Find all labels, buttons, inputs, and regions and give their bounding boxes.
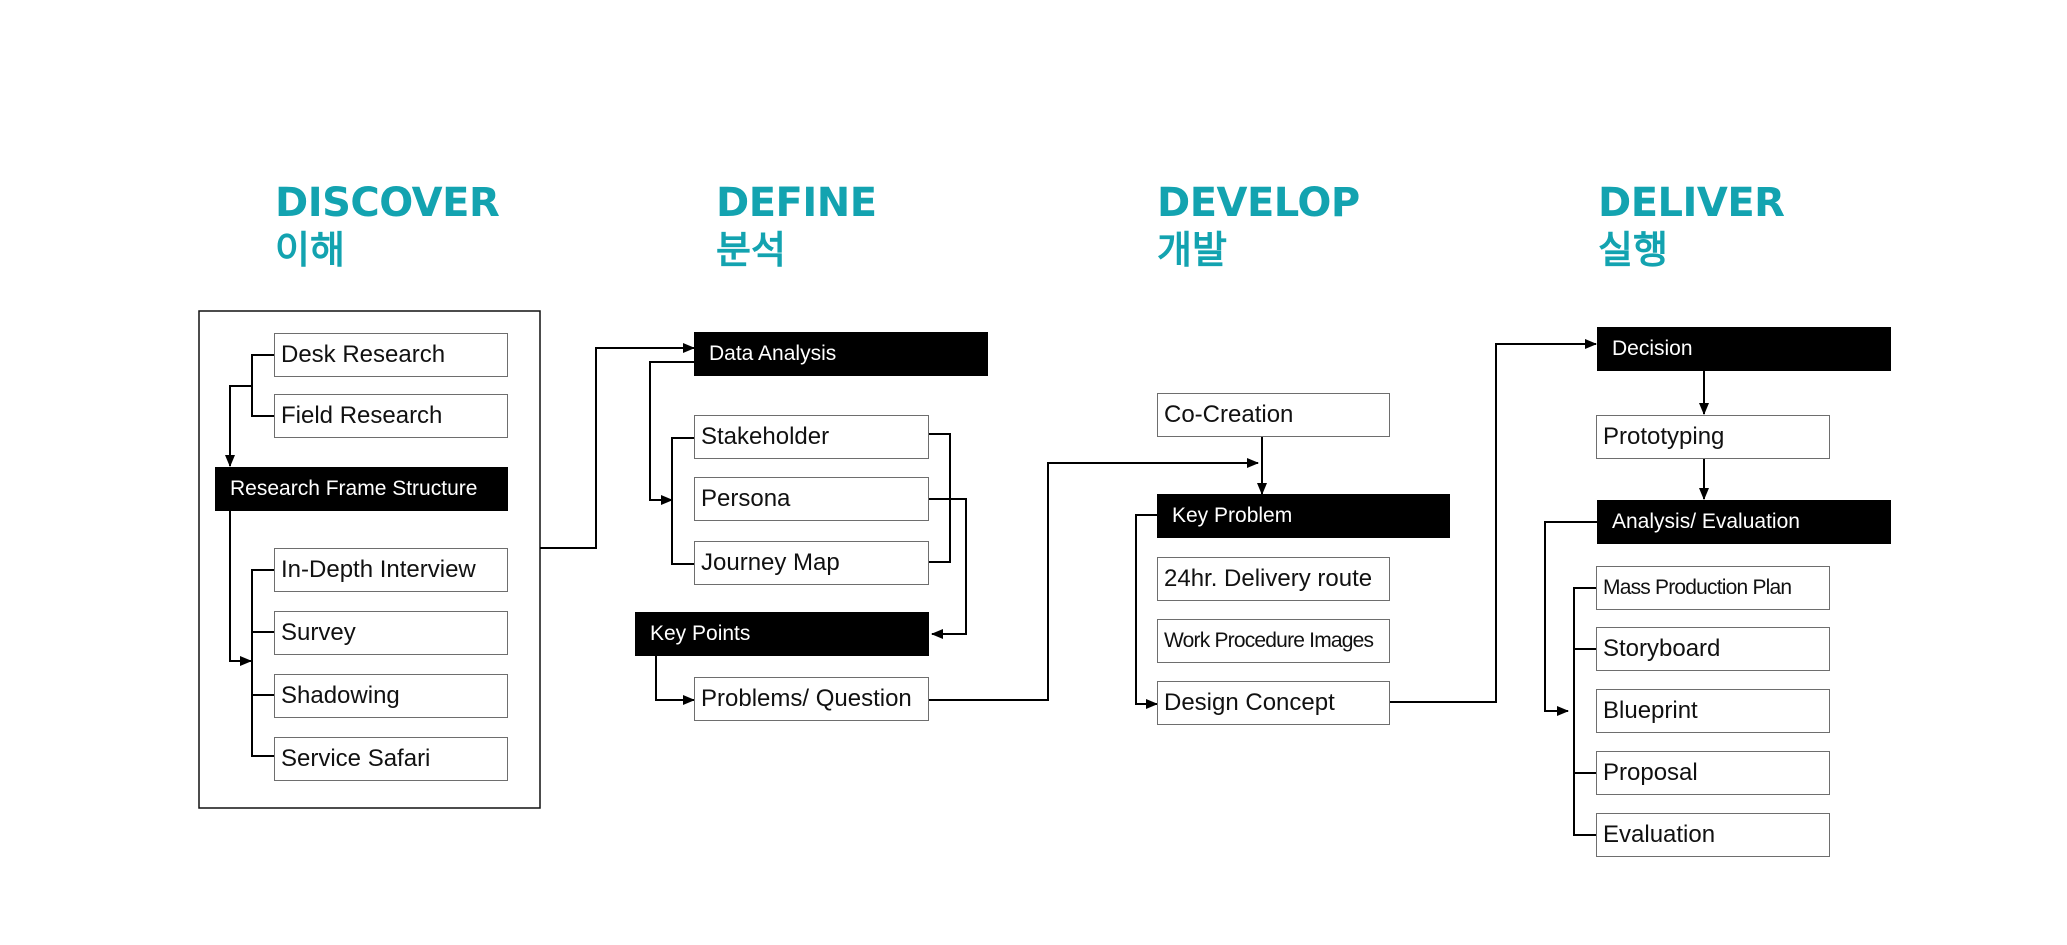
connector-persona-to-keypoints bbox=[929, 498, 967, 639]
phase-title: DEVELOP bbox=[1157, 180, 1360, 226]
step-design-concept: Design Concept bbox=[1157, 681, 1390, 725]
step-analysis-evaluation: Analysis/ Evaluation bbox=[1597, 500, 1891, 544]
connector-discover-to-define bbox=[540, 343, 695, 549]
step-key-problem: Key Problem bbox=[1157, 494, 1450, 538]
connector-keyproblem-to-concept bbox=[1135, 514, 1158, 709]
connector-develop-to-deliver bbox=[1390, 339, 1597, 703]
step-shadowing: Shadowing bbox=[274, 674, 508, 718]
connector-analysis-to-outputs bbox=[1544, 521, 1597, 716]
step-stakeholder: Stakeholder bbox=[694, 415, 929, 459]
connector-analysis-to-persona bbox=[649, 361, 694, 505]
step-problems-question: Problems/ Question bbox=[694, 677, 929, 721]
step-service-safari: Service Safari bbox=[274, 737, 508, 781]
step-survey: Survey bbox=[274, 611, 508, 655]
phase-title: DEFINE bbox=[716, 180, 877, 226]
discover-frame bbox=[198, 310, 541, 809]
phase-subtitle: 이해 bbox=[275, 228, 345, 272]
step-work-procedure-images: Work Procedure Images bbox=[1157, 619, 1390, 663]
step-persona: Persona bbox=[694, 477, 929, 521]
step-co-creation: Co-Creation bbox=[1157, 393, 1390, 437]
step-journey-map: Journey Map bbox=[694, 541, 929, 585]
phase-heading-discover: DISCOVER 이해 bbox=[275, 180, 500, 272]
connector-methods-bracket bbox=[251, 569, 274, 757]
step-field-research: Field Research bbox=[274, 394, 508, 438]
step-key-points: Key Points bbox=[635, 612, 929, 656]
connector-research-merge bbox=[230, 354, 274, 466]
step-mass-production-plan: Mass Production Plan bbox=[1596, 566, 1830, 610]
step-desk-research: Desk Research bbox=[274, 333, 508, 377]
phase-subtitle: 실행 bbox=[1598, 228, 1668, 272]
phase-title: DISCOVER bbox=[275, 180, 500, 226]
connector-keypoints-to-problems bbox=[655, 655, 695, 705]
step-storyboard: Storyboard bbox=[1596, 627, 1830, 671]
step-decision: Decision bbox=[1597, 327, 1891, 371]
phase-heading-deliver: DELIVER 실행 bbox=[1598, 180, 1785, 272]
step-evaluation: Evaluation bbox=[1596, 813, 1830, 857]
phase-title: DELIVER bbox=[1598, 180, 1785, 226]
phase-heading-define: DEFINE 분석 bbox=[716, 183, 877, 269]
step-proposal: Proposal bbox=[1596, 751, 1830, 795]
phase-subtitle: 분석 bbox=[716, 228, 786, 272]
connector-outputs-bracket bbox=[1573, 587, 1596, 836]
connector-define-to-develop bbox=[929, 458, 1259, 701]
step-blueprint: Blueprint bbox=[1596, 689, 1830, 733]
phase-subtitle: 개발 bbox=[1157, 228, 1227, 272]
step-24hr-delivery-route: 24hr. Delivery route bbox=[1157, 557, 1390, 601]
step-prototyping: Prototyping bbox=[1596, 415, 1830, 459]
step-in-depth-interview: In-Depth Interview bbox=[274, 548, 508, 592]
connector-analysis-bracket bbox=[671, 437, 694, 565]
step-research-frame-structure: Research Frame Structure bbox=[215, 467, 508, 511]
connector-frame-to-methods bbox=[229, 509, 252, 666]
phase-heading-develop: DEVELOP 개발 bbox=[1157, 183, 1360, 269]
step-data-analysis: Data Analysis bbox=[694, 332, 988, 376]
